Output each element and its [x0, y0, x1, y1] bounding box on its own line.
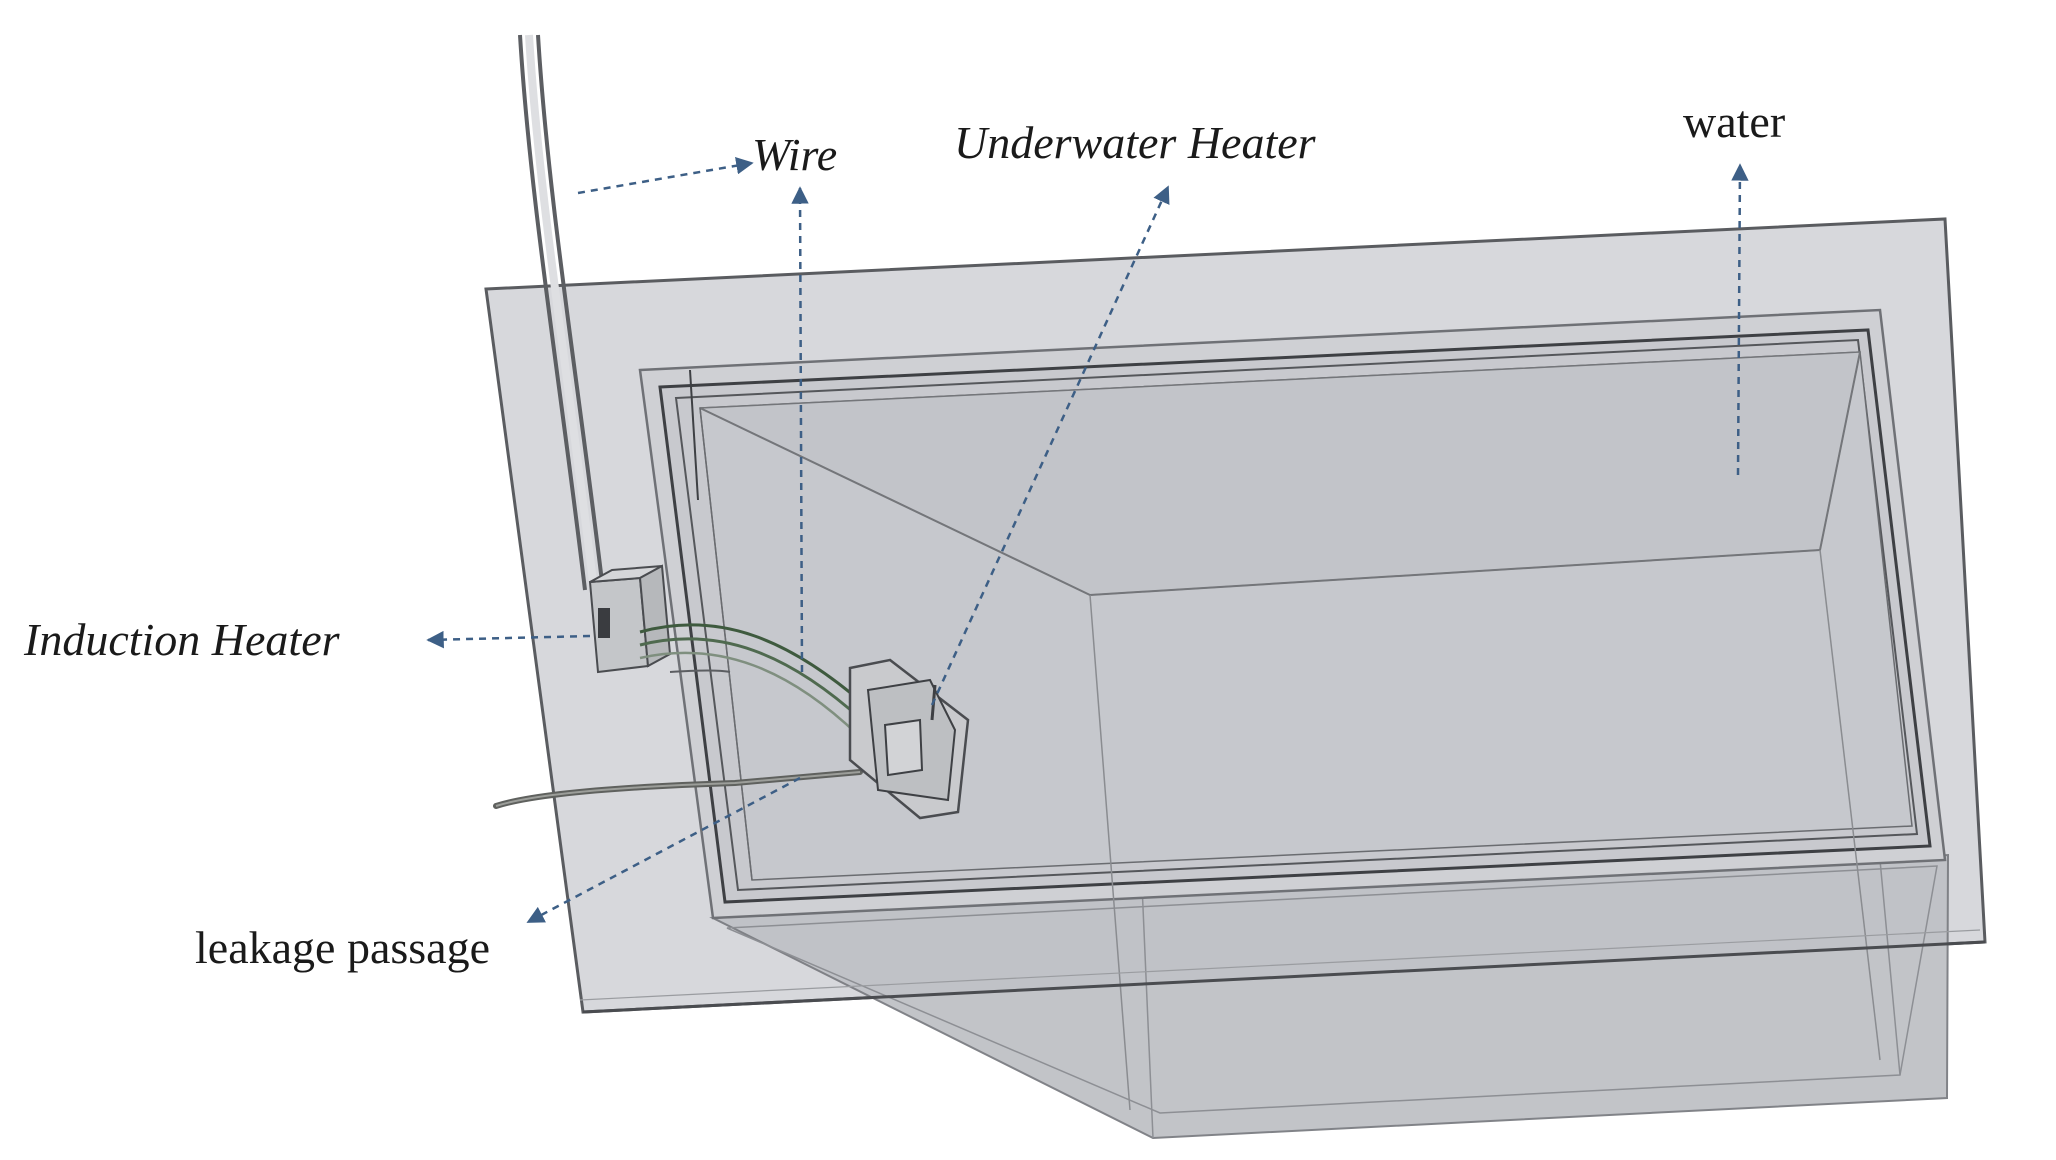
label-water: water — [1683, 96, 1785, 147]
labels: Wire Underwater Heater water Induction H… — [23, 96, 1785, 973]
leader-wire-1 — [577, 157, 754, 195]
label-leakage-passage: leakage passage — [195, 922, 490, 973]
label-underwater-heater: Underwater Heater — [954, 117, 1317, 168]
tank-interior — [689, 351, 1913, 1111]
supply-wire — [518, 34, 605, 591]
plate-front-edge — [579, 929, 1986, 1014]
label-wire: Wire — [752, 129, 837, 180]
label-induction-heater: Induction Heater — [23, 614, 341, 665]
leader-underwater-heater — [930, 185, 1170, 706]
induction-heater-block — [588, 564, 672, 674]
leader-wire-2 — [791, 186, 809, 673]
leakage-passage-tube — [493, 769, 863, 809]
heater-connecting-wires — [639, 623, 866, 736]
leader-lines — [426, 157, 1749, 924]
leader-induction-heater — [426, 630, 591, 649]
underwater-heater-plate — [848, 658, 970, 820]
